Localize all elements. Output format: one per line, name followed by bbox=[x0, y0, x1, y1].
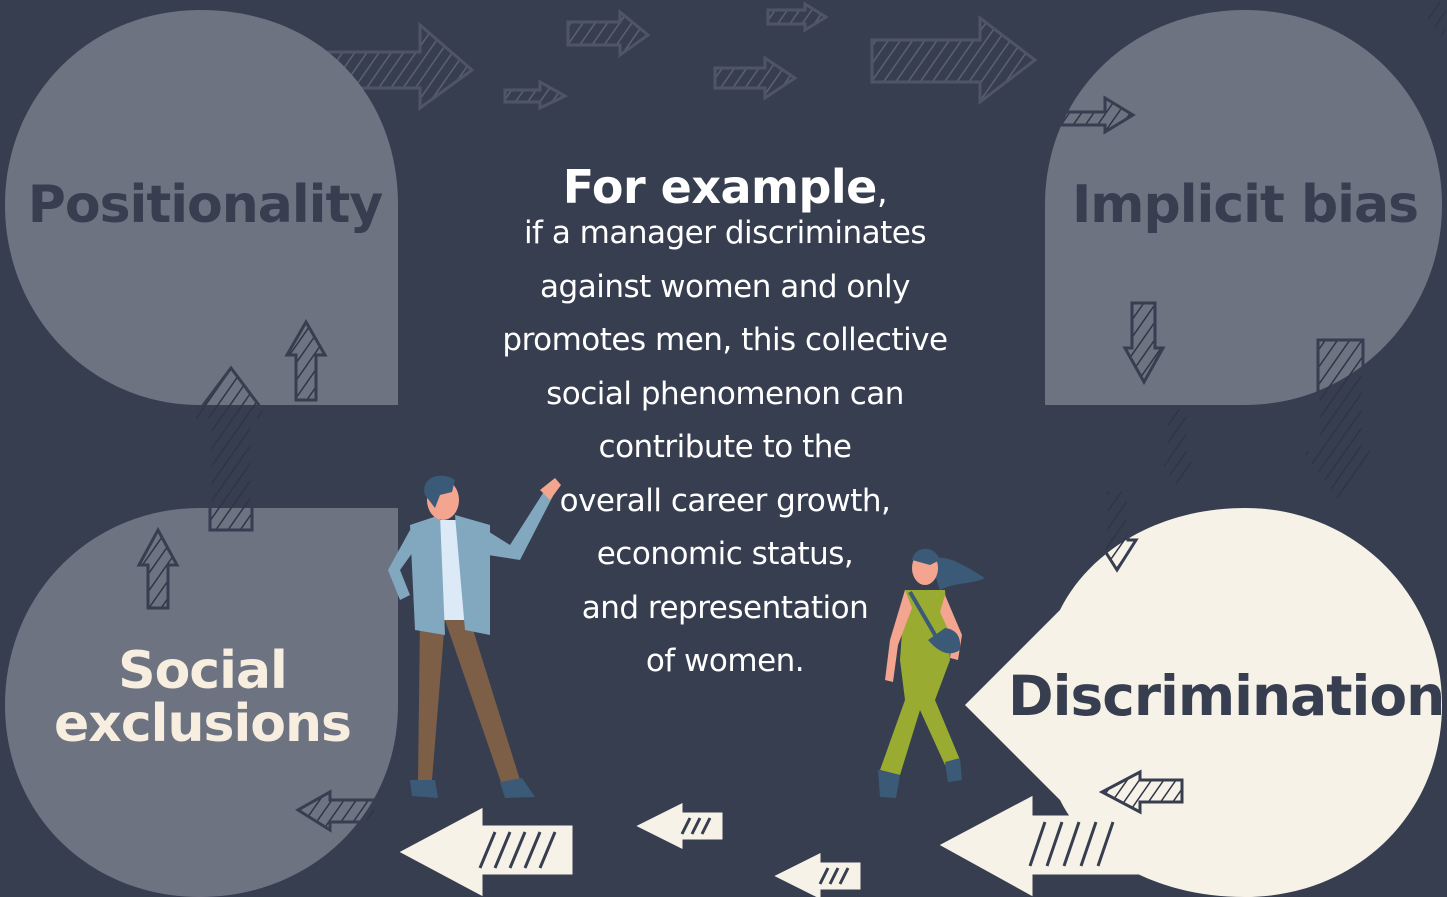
example-line: economic status, bbox=[596, 536, 854, 573]
example-text-block: For example, if a manager discriminates … bbox=[480, 160, 970, 689]
man-illustration bbox=[388, 475, 561, 798]
example-line: contribute to the bbox=[598, 429, 852, 466]
discrimination-label: Discrimination bbox=[1008, 664, 1445, 728]
example-title-comma: , bbox=[876, 172, 888, 212]
social-exclusions-bubble bbox=[5, 508, 398, 897]
arrow-icon bbox=[298, 1, 1038, 111]
example-line: of women. bbox=[645, 643, 805, 680]
woman-illustration bbox=[878, 548, 985, 798]
example-title: For example, bbox=[480, 160, 970, 215]
social-exclusions-line2: exclusions bbox=[54, 693, 352, 754]
implicit-bias-label: Implicit bias bbox=[1071, 175, 1419, 235]
example-line: promotes men, this collective bbox=[502, 322, 948, 359]
example-line: and representation bbox=[581, 589, 869, 626]
social-exclusions-line1: Social bbox=[118, 641, 288, 701]
example-title-text: For example bbox=[562, 160, 878, 214]
arrow-icon bbox=[136, 0, 1447, 833]
social-exclusions-label: Social exclusions bbox=[20, 635, 385, 761]
positionality-bubble bbox=[5, 10, 398, 405]
example-line: against women and only bbox=[540, 268, 910, 305]
example-line: social phenomenon can bbox=[546, 375, 904, 412]
discrimination-bubble bbox=[965, 508, 1442, 897]
example-line: overall career growth, bbox=[559, 482, 891, 519]
example-line: if a manager discriminates bbox=[523, 215, 927, 252]
arrow-icon bbox=[399, 795, 1143, 897]
positionality-label: Positionality bbox=[27, 175, 384, 235]
arrow-icon bbox=[478, 817, 1115, 885]
example-body: if a manager discriminates against women… bbox=[480, 207, 970, 689]
